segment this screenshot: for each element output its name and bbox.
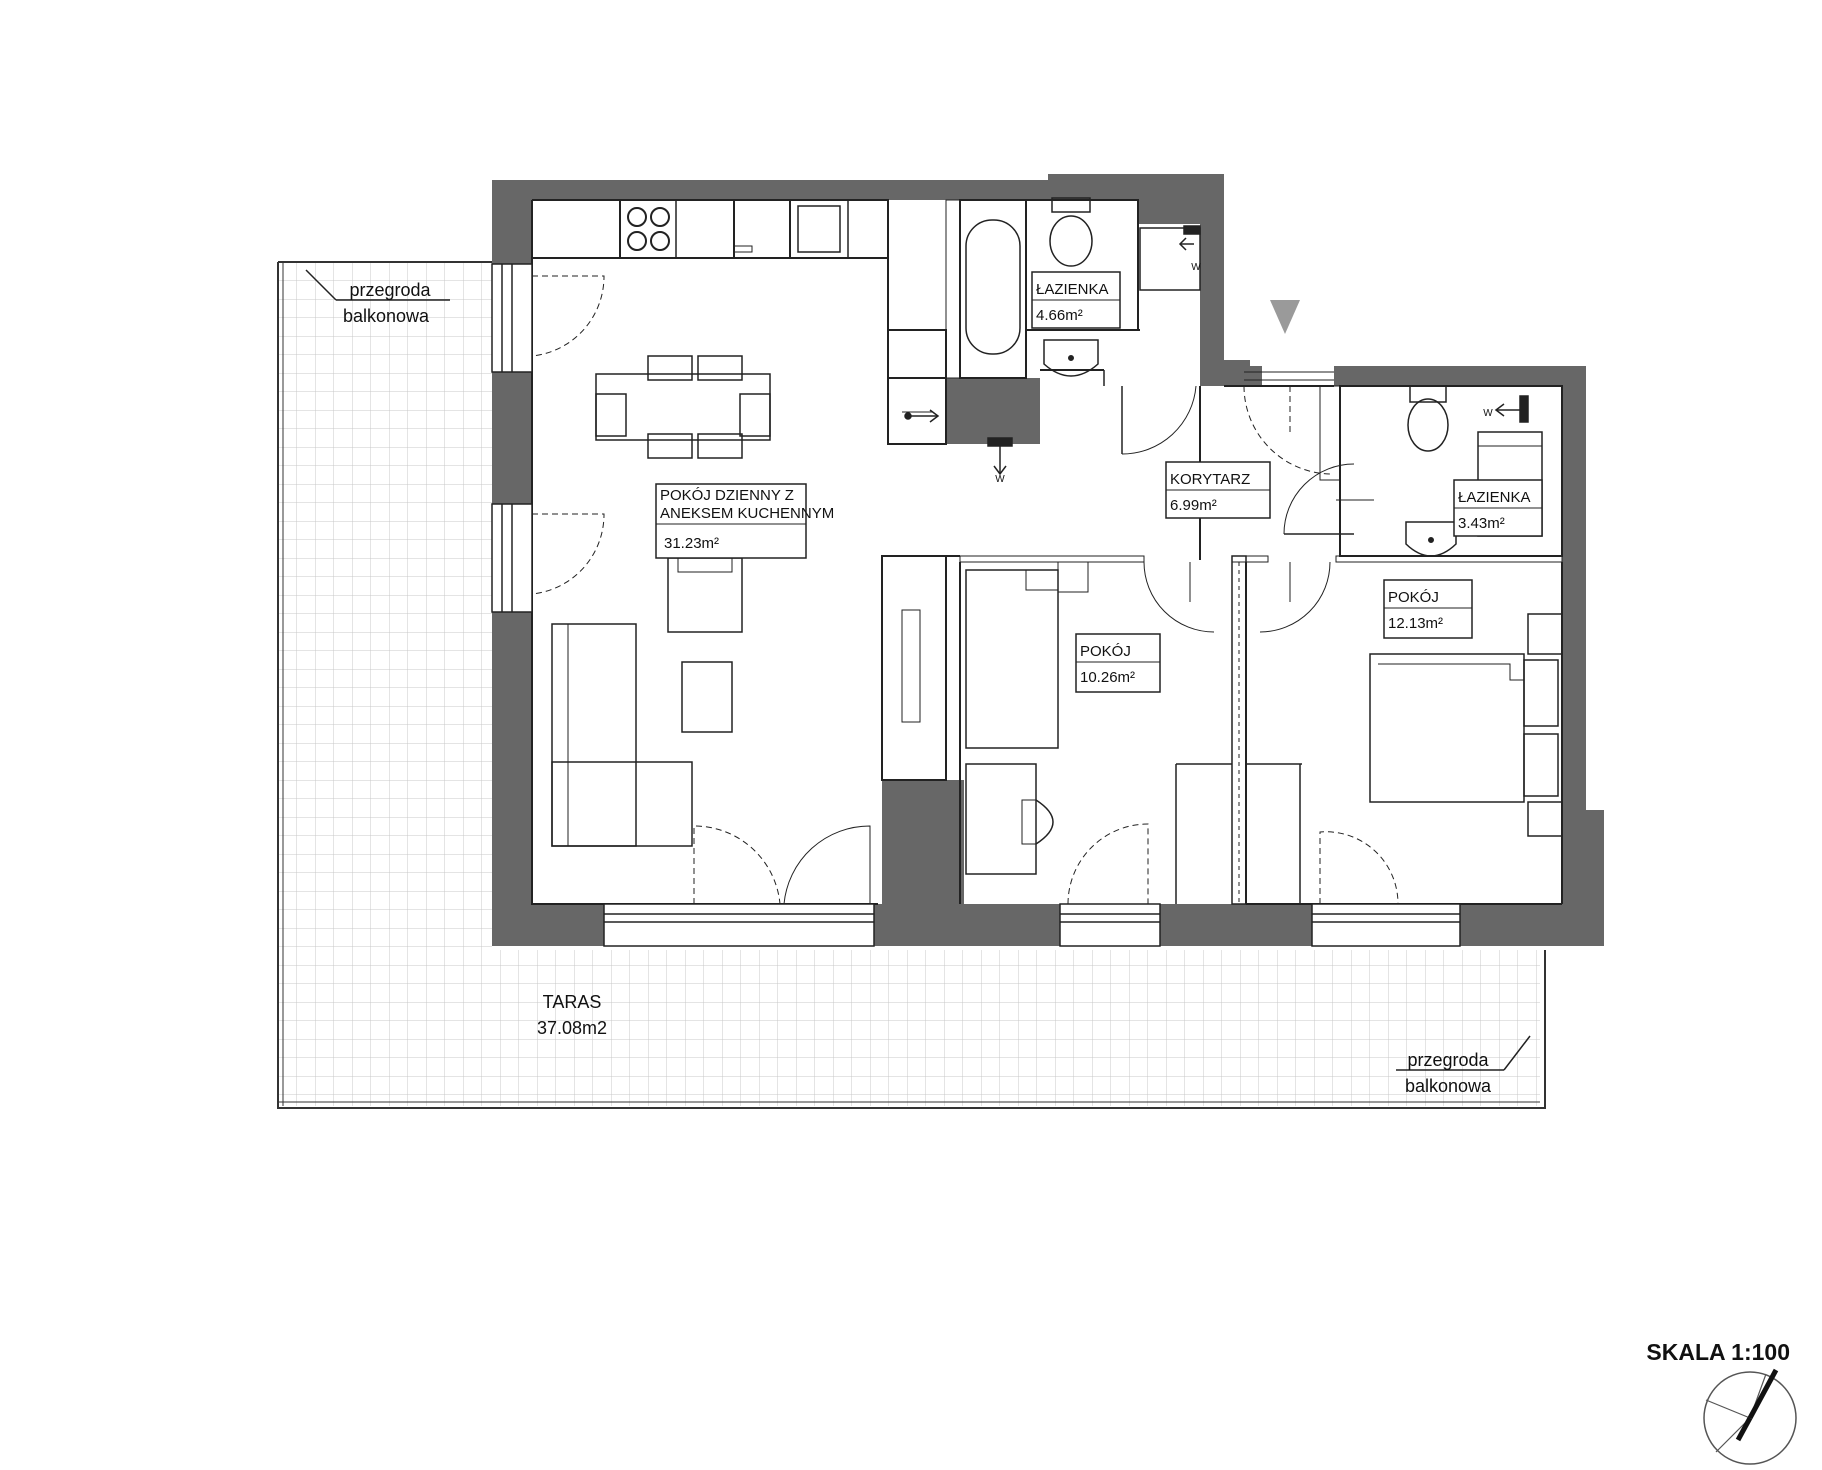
terrace-name: TARAS: [543, 992, 602, 1012]
room-label-bathroom-1: ŁAZIENKA 4.66m²: [1031, 271, 1121, 329]
svg-text:ANEKSEM KUCHENNYM: ANEKSEM KUCHENNYM: [660, 505, 834, 522]
svg-text:POKÓJ: POKÓJ: [1080, 643, 1131, 660]
partition-note-bottom: przegroda balkonowa: [1396, 1035, 1531, 1096]
svg-text:ŁAZIENKA: ŁAZIENKA: [1036, 281, 1109, 298]
room-label-bathroom-2: ŁAZIENKA 3.43m²: [1453, 479, 1543, 537]
svg-text:12.13m²: 12.13m²: [1388, 615, 1443, 632]
svg-text:ŁAZIENKA: ŁAZIENKA: [1458, 489, 1531, 506]
svg-text:KORYTARZ: KORYTARZ: [1170, 471, 1250, 488]
meter-label: W: [995, 474, 1005, 485]
svg-text:balkonowa: balkonowa: [343, 306, 430, 326]
meter-label: W: [1483, 408, 1493, 419]
meter-label: W: [1191, 262, 1201, 273]
partition-note-top: przegroda balkonowa: [305, 269, 450, 326]
openings: [491, 263, 1461, 947]
meters: [904, 225, 1529, 476]
svg-text:balkonowa: balkonowa: [1405, 1076, 1492, 1096]
compass-icon: [1703, 1368, 1797, 1465]
room-label-corridor: KORYTARZ 6.99m²: [1165, 461, 1271, 519]
svg-text:przegroda: przegroda: [349, 280, 431, 300]
svg-text:POKÓJ: POKÓJ: [1388, 589, 1439, 606]
terrace-outline: [277, 261, 1546, 1109]
svg-text:4.66m²: 4.66m²: [1036, 307, 1083, 324]
interior-lines: [531, 197, 1563, 905]
walls: [492, 174, 1604, 946]
room-label-living: POKÓJ DZIENNY Z ANEKSEM KUCHENNYM 31.23m…: [655, 483, 834, 559]
room-label-bedroom-2: POKÓJ 12.13m²: [1383, 579, 1473, 639]
svg-text:6.99m²: 6.99m²: [1170, 497, 1217, 514]
terrace: [277, 261, 1546, 1109]
terrace-tiles: [278, 262, 1540, 1106]
terrace-area: 37.08m2: [537, 1018, 607, 1038]
svg-text:POKÓJ DZIENNY Z: POKÓJ DZIENNY Z: [660, 487, 794, 504]
svg-text:3.43m²: 3.43m²: [1458, 515, 1505, 532]
scale-label: SKALA 1:100: [1646, 1339, 1790, 1365]
svg-text:31.23m²: 31.23m²: [664, 535, 719, 552]
svg-text:10.26m²: 10.26m²: [1080, 669, 1135, 686]
entrance-marker-icon: [1270, 300, 1300, 334]
room-label-bedroom-1: POKÓJ 10.26m²: [1075, 633, 1161, 693]
svg-text:przegroda: przegroda: [1407, 1050, 1489, 1070]
